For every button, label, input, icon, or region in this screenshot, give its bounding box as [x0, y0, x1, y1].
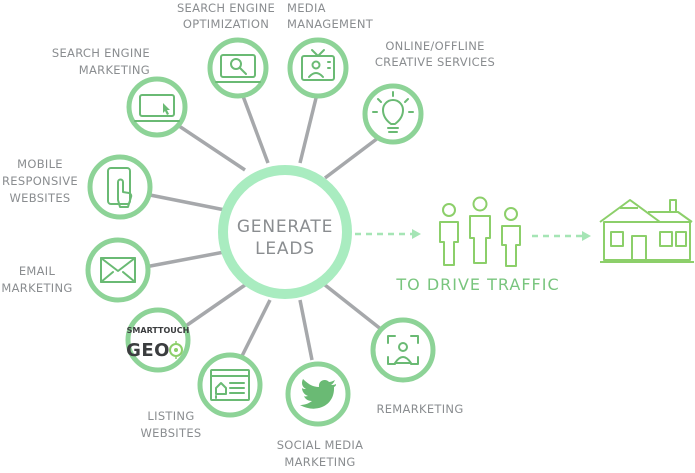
- house-icon: [599, 199, 694, 263]
- spoke-listing: [238, 299, 272, 361]
- label-mobile-3: WEBSITES: [9, 191, 70, 205]
- spoke-media: [298, 89, 320, 164]
- smarttouch-geo-logo: SMARTTOUCH GEO: [126, 326, 189, 361]
- remarketing-person-icon: [387, 335, 419, 365]
- spoke-creative: [323, 136, 380, 180]
- listing-page-icon: [210, 369, 250, 401]
- people-icon: [439, 196, 521, 267]
- node-social: SOCIAL MEDIA MARKETING: [277, 361, 364, 469]
- label-listing-1: LISTING: [147, 409, 194, 423]
- node-geo: SMARTTOUCH GEO: [125, 307, 191, 373]
- label-listing-2: WEBSITES: [140, 426, 201, 440]
- node-seo: SEARCH ENGINE OPTIMIZATION: [177, 1, 275, 99]
- label-creative-1: ONLINE/OFFLINE: [385, 39, 484, 53]
- label-social-2: MARKETING: [284, 455, 355, 469]
- flow-arrow-2: [532, 231, 591, 241]
- geo-logo-top: SMARTTOUCH: [127, 326, 190, 335]
- node-creative: ONLINE/OFFLINE CREATIVE SERVICES: [362, 39, 495, 145]
- node-media: MEDIA MANAGEMENT: [287, 1, 374, 99]
- traffic-label: TO DRIVE TRAFFIC: [395, 275, 559, 294]
- label-social-1: SOCIAL MEDIA: [277, 438, 364, 452]
- node-email: EMAIL MARKETING: [1, 237, 151, 303]
- tv-person-icon: [301, 49, 335, 81]
- label-sem-1: SEARCH ENGINE: [52, 46, 150, 60]
- node-remarketing: REMARKETING: [370, 317, 463, 416]
- node-sem: SEARCH ENGINE MARKETING: [52, 46, 188, 138]
- hub-line1: GENERATE: [237, 217, 333, 237]
- label-mobile-2: RESPONSIVE: [2, 174, 78, 188]
- spoke-email: [144, 248, 236, 269]
- spoke-geo: [179, 283, 246, 332]
- label-media-2: MANAGEMENT: [287, 17, 374, 31]
- geo-logo-bottom: GEO: [126, 340, 170, 361]
- laptop-cursor-icon: [134, 94, 180, 122]
- label-mobile-1: MOBILE: [17, 157, 63, 171]
- phone-touch-icon: [107, 167, 133, 208]
- spoke-seo: [238, 87, 270, 164]
- hub-ring: [218, 165, 352, 299]
- spoke-remarketing: [323, 283, 384, 332]
- envelope-icon: [100, 257, 136, 283]
- hub-line2: LEADS: [255, 239, 315, 259]
- twitter-bird-icon: [300, 379, 336, 409]
- label-sem-2: MARKETING: [79, 63, 150, 77]
- spoke-social: [298, 299, 314, 361]
- node-listing: LISTING WEBSITES: [140, 352, 263, 440]
- spoke-mobile: [149, 193, 236, 214]
- lightbulb-icon: [372, 91, 414, 133]
- label-email-2: MARKETING: [1, 281, 72, 295]
- label-remarketing: REMARKETING: [376, 402, 463, 416]
- label-email-1: EMAIL: [19, 264, 56, 278]
- node-mobile: MOBILE RESPONSIVE WEBSITES: [2, 154, 153, 220]
- flow-arrow-1: [355, 229, 421, 239]
- label-seo-2: OPTIMIZATION: [183, 17, 269, 31]
- label-seo-1: SEARCH ENGINE: [177, 1, 275, 15]
- hub: GENERATE LEADS: [218, 165, 352, 299]
- spoke-sem: [169, 118, 246, 172]
- label-media-1: MEDIA: [287, 1, 326, 15]
- spokes: [144, 87, 384, 361]
- label-creative-2: CREATIVE SERVICES: [375, 55, 495, 69]
- laptop-magnifier-icon: [215, 54, 261, 83]
